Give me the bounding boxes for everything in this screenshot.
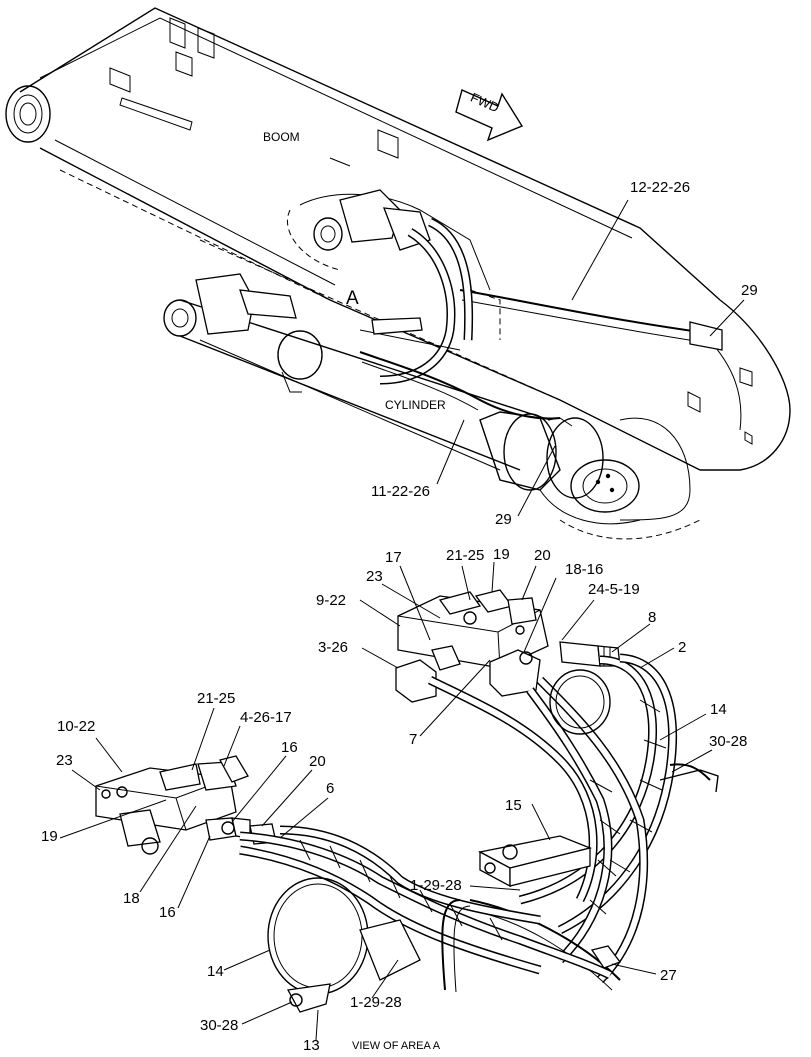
view-caption: VIEW OF AREA A [352,1040,441,1052]
callout-21-25-right: 21-25 [446,547,485,564]
callout-16-bottom: 16 [159,904,176,921]
callout-10-22: 10-22 [57,718,96,735]
callout-30-28-right: 30-28 [709,733,748,750]
callout-27: 27 [660,967,677,984]
callout-23-right: 23 [366,568,383,585]
callout-21-25-left: 21-25 [197,690,236,707]
callout-13: 13 [303,1037,320,1054]
callout-3-26: 3-26 [318,639,349,656]
callout-29-bottom: 29 [495,511,512,528]
callout-23-left: 23 [56,752,73,769]
boom-cylinder [163,209,701,540]
callout-29-right: 29 [741,282,758,299]
callout-1-29-28-left: 1-29-28 [350,994,402,1011]
callout-17-right: 17 [385,549,402,566]
callout-19-right: 19 [493,546,510,563]
boom-label: BOOM [263,130,300,144]
callout-1-29-28-right: 1-29-28 [410,877,462,894]
hose-bundle-right [427,653,719,991]
callout-15: 15 [505,797,522,814]
callout-6: 6 [326,780,335,797]
lower-right-leaders [359,561,713,975]
callout-14-left: 14 [207,963,224,980]
callout-4-26-17: 4-26-17 [240,709,292,726]
cylinder-label: CYLINDER [385,398,446,412]
callout-16-top: 16 [281,739,298,756]
callout-9-22: 9-22 [316,592,347,609]
callout-20-left: 20 [309,753,326,770]
boom-lines-mid [299,189,723,385]
callout-20-right: 20 [534,547,551,564]
hose-bundle-left [239,825,613,1013]
callout-12-22-26: 12-22-26 [630,179,691,196]
callout-24-5-19: 24-5-19 [588,581,640,598]
callout-8: 8 [648,609,657,626]
area-a-label: A [346,288,359,309]
lower-left-leaders [59,707,399,1041]
right-valve-block [395,589,621,703]
callout-2: 2 [678,639,687,656]
callout-18-left: 18 [123,890,140,907]
callout-14-right: 14 [710,701,727,718]
callout-11-22-26: 11-22-26 [371,483,430,500]
callout-30-28-left: 30-28 [200,1017,239,1034]
callout-18-16-right: 18-16 [565,561,604,578]
callout-7: 7 [409,731,418,748]
bracket-15 [478,835,593,888]
callout-19-left: 19 [41,828,58,845]
upper-leaders [436,199,745,517]
